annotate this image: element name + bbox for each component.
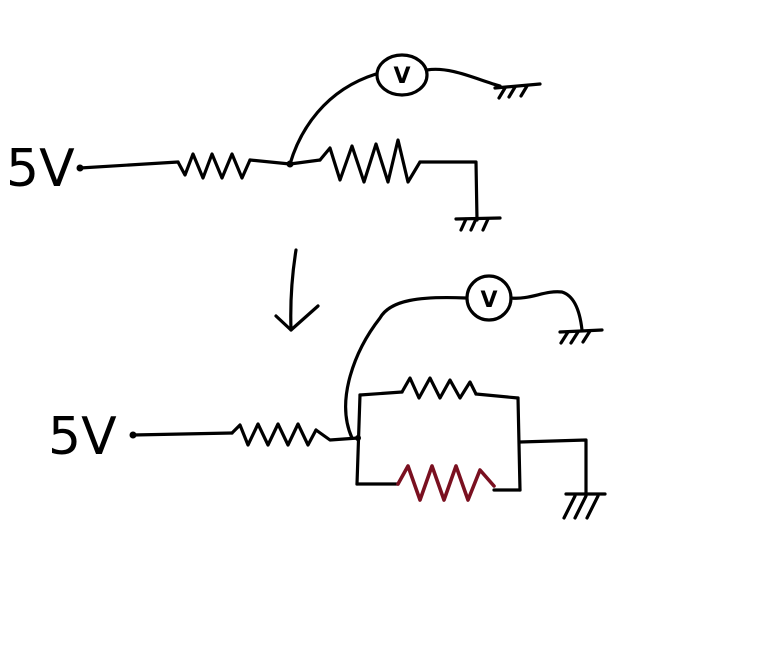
bottom-meter-ground-icon: [558, 328, 604, 345]
top-meter-lead-out: [425, 67, 502, 88]
top-resistor-r1: [176, 152, 252, 180]
top-resistor-r2: [318, 138, 422, 184]
bottom-source-label: 5V: [48, 407, 117, 467]
bottom-resistor-r1: [230, 422, 318, 447]
bottom-parallel-right-rail: [516, 396, 522, 492]
top-circuit: 5V V: [6, 53, 542, 232]
transition-arrow: [274, 248, 320, 332]
bottom-wire-source-to-r1: [131, 431, 234, 437]
top-wire-r1-to-node: [248, 158, 292, 166]
bottom-parallel-left-rail: [355, 393, 362, 486]
top-ground-icon: [454, 216, 502, 232]
bottom-resistor-added: [396, 464, 496, 502]
bottom-meter-lead-out: [509, 290, 584, 332]
top-meter-lead-in: [288, 72, 378, 166]
bottom-wire-upper-branch-right: [474, 392, 520, 400]
bottom-wire-r1-to-node: [314, 428, 360, 442]
top-wire-node-to-r2: [288, 158, 322, 166]
top-wire-source-to-r1: [78, 160, 180, 170]
bottom-wire-upper-branch-left: [358, 390, 404, 397]
top-source-label: 5V: [6, 139, 75, 199]
top-meter-ground-icon: [493, 82, 542, 100]
top-voltmeter-label: V: [393, 64, 410, 89]
bottom-ground-icon: [562, 492, 607, 520]
bottom-voltmeter-label: V: [480, 288, 497, 313]
top-voltmeter-icon: V: [375, 53, 429, 97]
bottom-circuit: 5V V: [48, 274, 607, 520]
bottom-wire-to-ground: [518, 438, 588, 496]
bottom-voltmeter-icon: V: [465, 274, 513, 322]
bottom-resistor-upper: [400, 376, 478, 400]
bottom-meter-lead-in: [344, 295, 468, 440]
top-wire-r2-to-ground: [418, 160, 479, 222]
